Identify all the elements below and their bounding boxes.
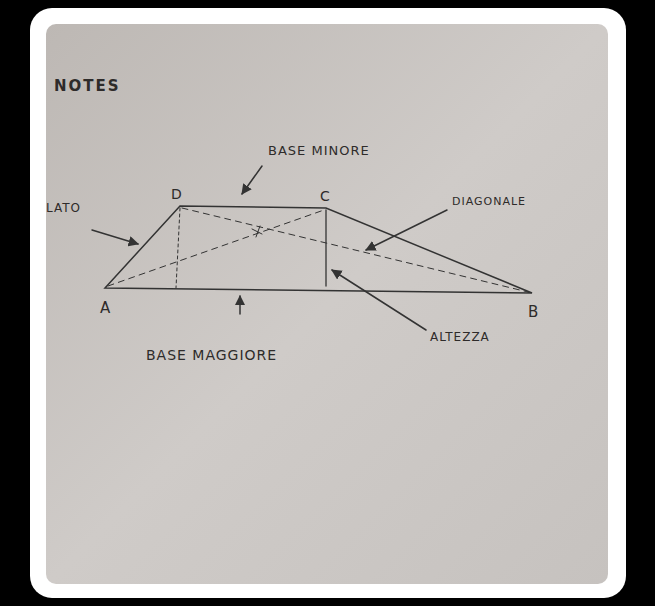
handwritten-label: A [100,300,111,317]
handwritten-label: BASE MAGGIORE [146,348,277,363]
handwritten-label: D [171,187,183,202]
handwritten-label: B [528,304,539,321]
page-heading: NOTES [54,78,121,95]
handwritten-label: BASE MINORE [268,144,370,158]
handwritten-label: LATO [46,202,81,215]
handwritten-label: ALTEZZA [430,331,490,344]
handwritten-label: DIAGONALE [452,196,526,208]
handwritten-label: C [320,189,331,204]
